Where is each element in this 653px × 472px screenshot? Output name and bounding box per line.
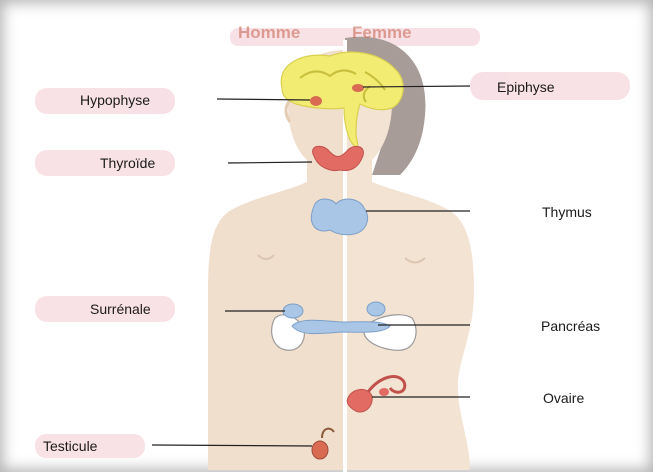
label-thymus: Thymus bbox=[542, 203, 592, 221]
surrenale-gland-right bbox=[367, 302, 385, 316]
hypophyse-gland bbox=[310, 96, 322, 106]
label-hypophyse: Hypophyse bbox=[80, 91, 150, 109]
surrenale-gland-left bbox=[283, 304, 303, 318]
epiphyse-gland bbox=[352, 84, 364, 92]
label-ovaire: Ovaire bbox=[543, 389, 584, 407]
label-epiphyse: Epiphyse bbox=[497, 78, 555, 96]
header-male-label: Homme bbox=[238, 24, 300, 42]
pancreas-gland bbox=[292, 320, 390, 333]
label-thyroide: Thyroïde bbox=[100, 154, 155, 172]
thymus-gland bbox=[311, 199, 367, 235]
label-testicule: Testicule bbox=[43, 437, 97, 455]
label-surrenale: Surrénale bbox=[90, 300, 151, 318]
ovary-small bbox=[379, 388, 389, 396]
testicule-gland bbox=[312, 441, 328, 459]
label-pancreas: Pancréas bbox=[541, 317, 600, 335]
header-female-label: Femme bbox=[352, 24, 412, 42]
male-body bbox=[208, 50, 345, 470]
